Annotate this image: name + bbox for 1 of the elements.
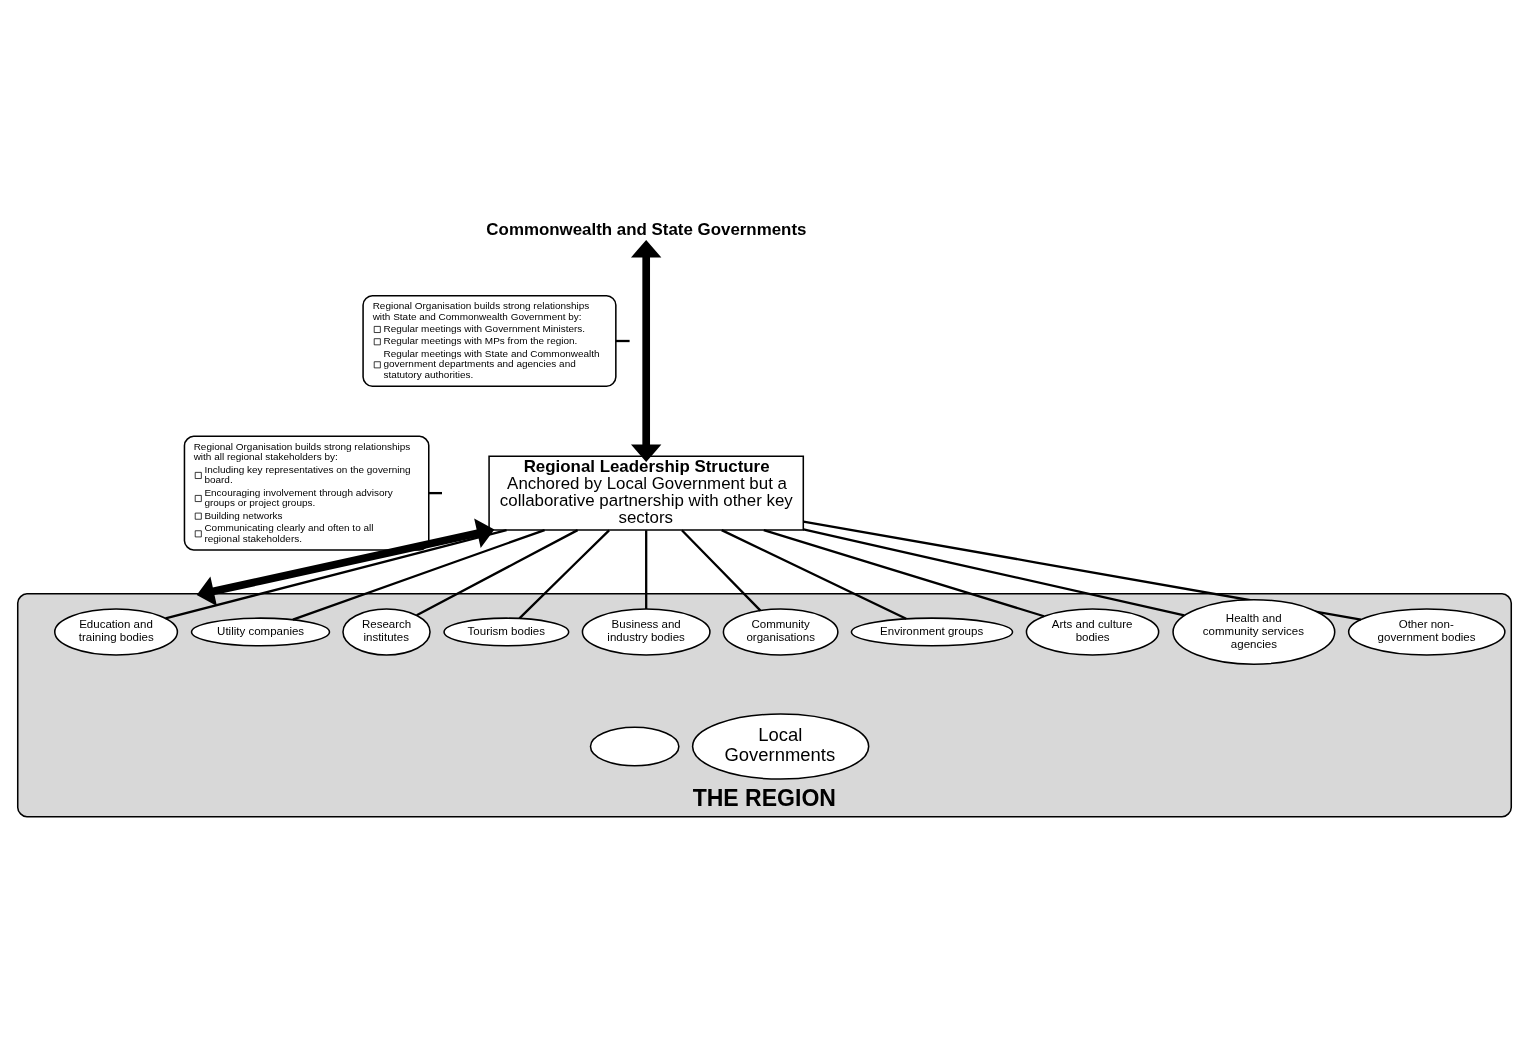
node-text: Commonwealth and State Governments bbox=[486, 219, 807, 239]
